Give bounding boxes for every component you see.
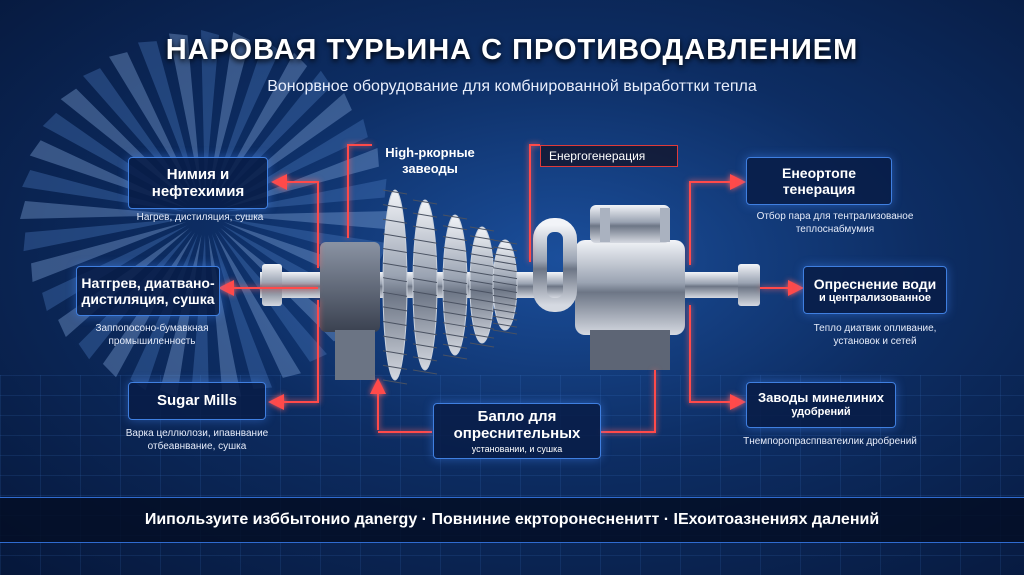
- note-water-line2: установок и сетей: [833, 336, 917, 347]
- box-water-line2: и централизованное: [818, 291, 932, 304]
- box-water-desalination: Опреснение води и централизованное: [803, 266, 947, 314]
- box-sugar-line1: Sugar Mills: [156, 392, 238, 410]
- page-subtitle: Вонорвное оборудование для комбнированно…: [267, 78, 757, 95]
- note-water: Тепло диатвик опливание, установок и сет…: [790, 322, 960, 348]
- arrow-to-chemistry: [271, 174, 319, 268]
- note-fertilizer: Тнемпоропрасппватеилик дробрений: [743, 436, 917, 447]
- note-sugar: Варка целлюлози, ипавнвание отбеавнвание…: [102, 427, 292, 453]
- box-power-line2: тенерация: [782, 181, 856, 197]
- label-high-pressure-plants: High-ркорные завеоды: [360, 145, 500, 178]
- footer-banner: Иипользуите изббытонио даnergy · Повнини…: [0, 497, 1024, 543]
- box-desal-line1: Бапло для: [477, 407, 557, 425]
- label-power-generation: Енергогенерация: [540, 145, 678, 167]
- steam-pipe: [533, 218, 577, 312]
- note-paper-line1: Заппопосоно-бумавкная: [95, 323, 209, 334]
- blade-disc: [492, 239, 518, 331]
- note-water-line1: Тепло диатвик опливание,: [813, 323, 937, 334]
- box-fertilizer: Заводы минелиних удобрений: [746, 382, 896, 428]
- label-plants-line2: завеоды: [402, 161, 458, 177]
- arrow-to-plants: [347, 144, 372, 238]
- note-chemistry: Нагрев, дистиляция, сушка: [136, 212, 264, 223]
- arrow-bottom-right: [600, 370, 656, 433]
- box-fertilizer-line2: удобрений: [791, 406, 851, 419]
- footer-text: Иипользуите изббытонио даnergy · Повнини…: [144, 511, 880, 528]
- arrow-to-power: [689, 174, 746, 265]
- box-desal-line3: установании, и сушка: [471, 444, 563, 455]
- box-chemistry-line1: Нимия и: [166, 165, 230, 183]
- box-power: Енеортопе тенерация: [746, 157, 892, 205]
- page-title: НАРОВАЯ ТУРЬИНА С ПРОТИВОДАВЛЕНИЕМ: [165, 34, 859, 66]
- arrow-to-fertilizer: [689, 305, 746, 410]
- note-sugar-line2: отбеавнвание, сушка: [147, 441, 247, 452]
- box-chemistry: Нимия и нефтехимия: [128, 157, 268, 209]
- arrow-to-energy: [529, 144, 540, 262]
- note-power-line2: теплоснабмумия: [795, 224, 875, 235]
- note-paper-line2: промышиленность: [108, 336, 196, 347]
- note-power-line1: Отбор пара для тентрализованое: [756, 211, 914, 222]
- blade-disc: [382, 189, 408, 381]
- box-desal-line2: опреснительных: [453, 424, 581, 442]
- box-chemistry-line2: нефтехимия: [151, 183, 245, 200]
- label-plants-line1: High-ркорные: [385, 145, 475, 160]
- generator-body: [575, 240, 685, 335]
- box-heating-line2: дистиляция, сушка: [81, 291, 215, 307]
- note-sugar-line1: Варка целлюлози, ипавнвание: [125, 428, 269, 439]
- note-paper: Заппопосоно-бумавкная промышиленность: [62, 322, 242, 348]
- note-power: Отбор пара для тентрализованое теплоснаб…: [735, 210, 935, 236]
- left-bearing-housing: [320, 242, 380, 332]
- box-heating: Натгрев, диатвано- дистиляция, сушка: [76, 266, 220, 316]
- box-water-line1: Опреснение води: [813, 275, 937, 292]
- box-heating-line1: Натгрев, диатвано-: [81, 274, 215, 291]
- box-power-line1: Енеортопе: [782, 164, 856, 181]
- box-fertilizer-line1: Заводы минелиних: [758, 390, 884, 406]
- arrow-to-sugar: [268, 300, 319, 410]
- box-sugar-mills: Sugar Mills: [128, 382, 266, 420]
- box-desalination-plants: Бапло для опреснительных установании, и …: [433, 403, 601, 459]
